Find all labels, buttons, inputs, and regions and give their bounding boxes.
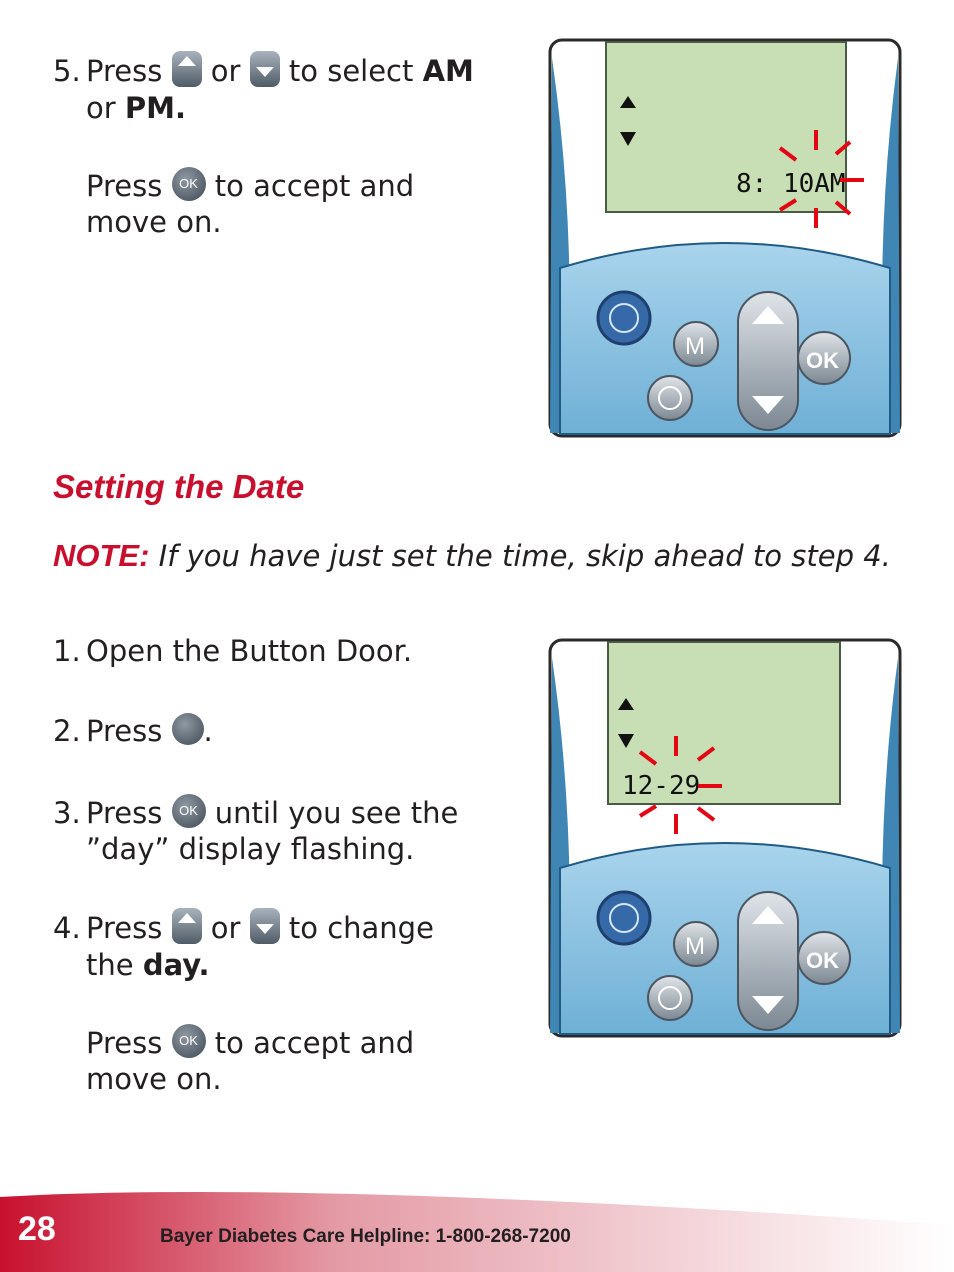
svg-text:M: M — [685, 333, 705, 360]
step-text: to accept and — [205, 1026, 415, 1060]
step-number: 5. — [53, 54, 81, 88]
down-arrow-icon — [249, 908, 280, 944]
step-number: 4. — [53, 911, 81, 945]
step-text: to change — [279, 911, 434, 945]
step-text: Press — [86, 1026, 172, 1060]
lcd-time-display: 8: 10AM — [736, 169, 846, 199]
step-text: to accept and — [205, 169, 415, 203]
step-text: move on. — [86, 205, 222, 239]
day-label: day. — [142, 948, 210, 982]
svg-text:OK: OK — [806, 348, 839, 373]
lcd-date-display: 12-29 — [622, 771, 700, 801]
step-text: to select — [279, 54, 423, 88]
up-arrow-icon — [171, 908, 202, 944]
meter-illustration-time: 8: 10AM M OK — [548, 38, 902, 438]
meter-illustration-date: 12-29 M OK — [548, 638, 902, 1038]
step-text: . — [203, 714, 213, 748]
clock-icon — [171, 713, 204, 745]
note: NOTE: If you have just set the time, ski… — [53, 538, 891, 574]
pm-label: PM. — [124, 91, 187, 125]
section-heading: Setting the Date — [53, 468, 305, 505]
down-arrow-icon — [249, 51, 280, 87]
svg-text:M: M — [685, 933, 705, 960]
ok-button-icon: OK — [171, 1024, 206, 1058]
note-label: NOTE: — [53, 538, 150, 573]
ok-button-icon: OK — [171, 167, 206, 201]
step-text: Open the Button Door. — [86, 634, 413, 668]
step-number: 1. — [53, 634, 81, 668]
step-text: the — [86, 948, 143, 982]
step-text: Press — [86, 54, 172, 88]
helpline: Bayer Diabetes Care Helpline: 1-800-268-… — [160, 1226, 571, 1247]
svg-text:OK: OK — [806, 948, 839, 973]
step-text: Press — [86, 796, 172, 830]
step-text: move on. — [86, 1062, 222, 1096]
step-number: 2. — [53, 714, 81, 748]
step-text: Press — [86, 169, 172, 203]
step-text: until you see the — [205, 796, 459, 830]
am-label: AM — [422, 54, 474, 88]
step-text: Press — [86, 714, 172, 748]
note-text: If you have just set the time, skip ahea… — [149, 539, 891, 573]
step-text: or — [201, 911, 250, 945]
step-text: Press — [86, 911, 172, 945]
up-arrow-icon — [171, 51, 202, 87]
step-text: or — [86, 91, 125, 125]
step-text: ”day” display flashing. — [86, 832, 415, 866]
step-number: 3. — [53, 796, 81, 830]
step-text: or — [201, 54, 250, 88]
footer-band — [0, 1191, 954, 1272]
ok-button-icon: OK — [171, 794, 206, 828]
page-number: 28 — [18, 1210, 56, 1248]
